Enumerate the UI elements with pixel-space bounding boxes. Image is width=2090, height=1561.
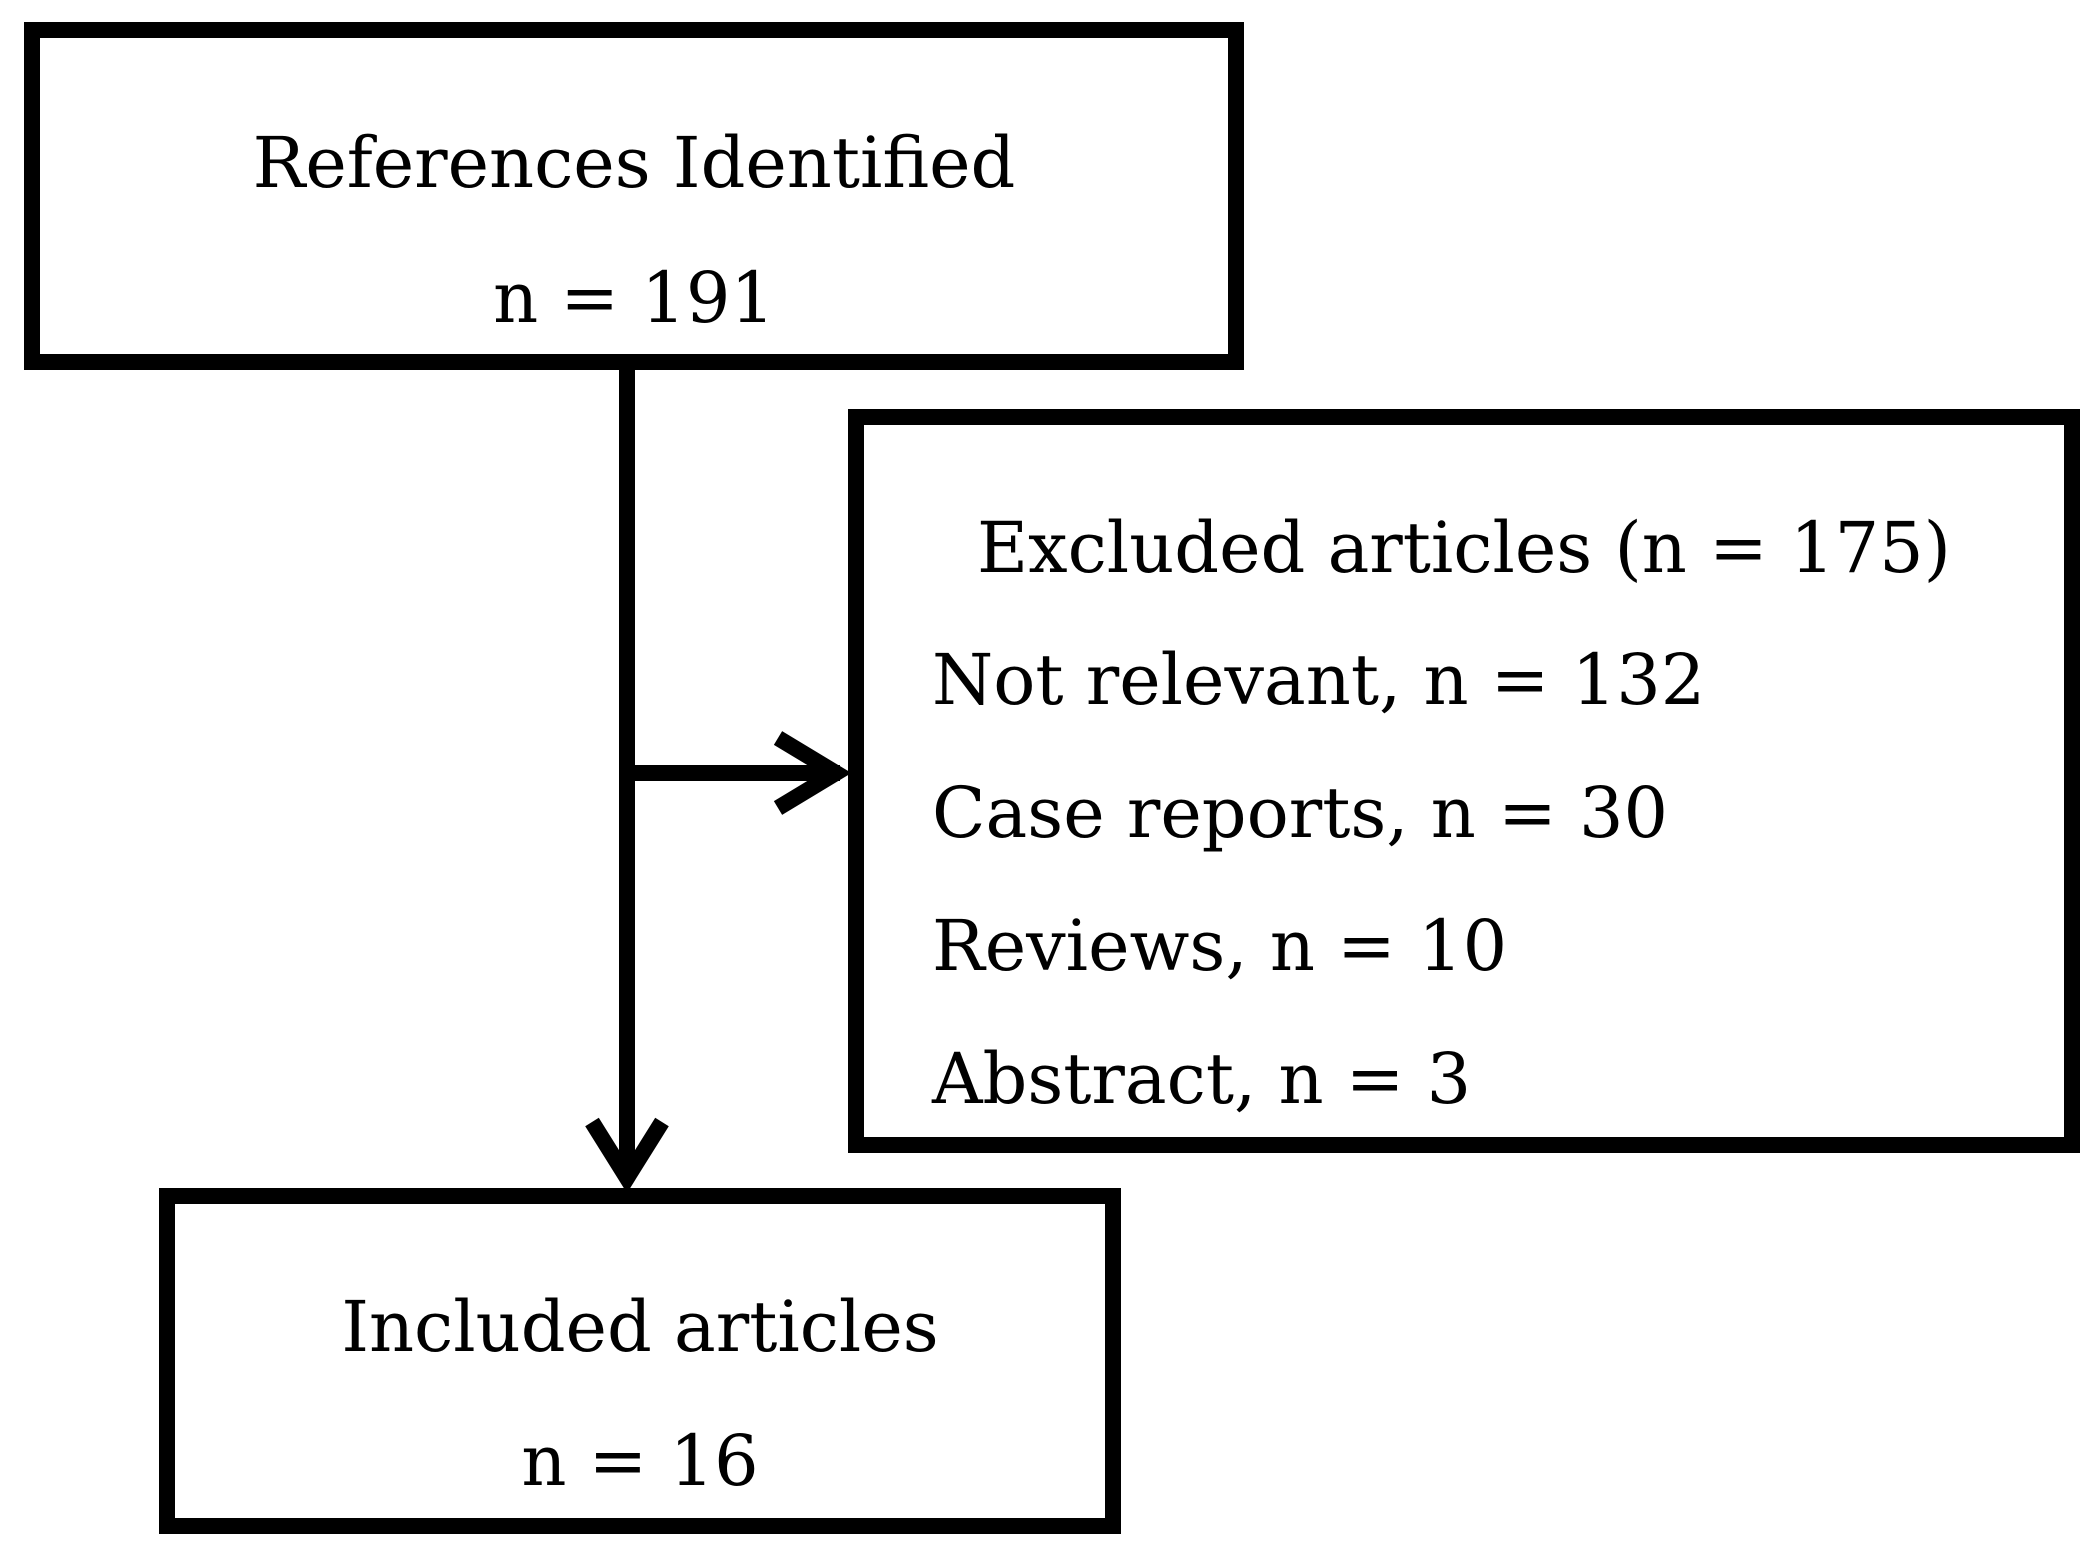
excluded-articles-title: Excluded articles (n = 175) — [977, 507, 1951, 589]
exclusion-reason-reviews: Reviews, n = 10 — [932, 905, 1508, 987]
exclusion-reason-case-reports: Case reports, n = 30 — [932, 772, 1669, 854]
references-identified-count: n = 191 — [493, 257, 775, 339]
references-identified-title: References Identified — [252, 122, 1016, 204]
arrowhead-down-icon — [585, 1117, 669, 1194]
exclusion-reason-not-relevant: Not relevant, n = 132 — [932, 639, 1706, 721]
included-articles-title: Included articles — [341, 1286, 939, 1368]
references-identified-box: References Identified n = 191 — [24, 22, 1244, 370]
excluded-articles-box: Excluded articles (n = 175) Not relevant… — [848, 409, 2080, 1153]
exclusion-reason-abstract: Abstract, n = 3 — [932, 1038, 1472, 1120]
arrowhead-right-icon — [773, 731, 852, 815]
included-articles-box: Included articles n = 16 — [159, 1188, 1121, 1534]
included-articles-count: n = 16 — [521, 1420, 759, 1502]
